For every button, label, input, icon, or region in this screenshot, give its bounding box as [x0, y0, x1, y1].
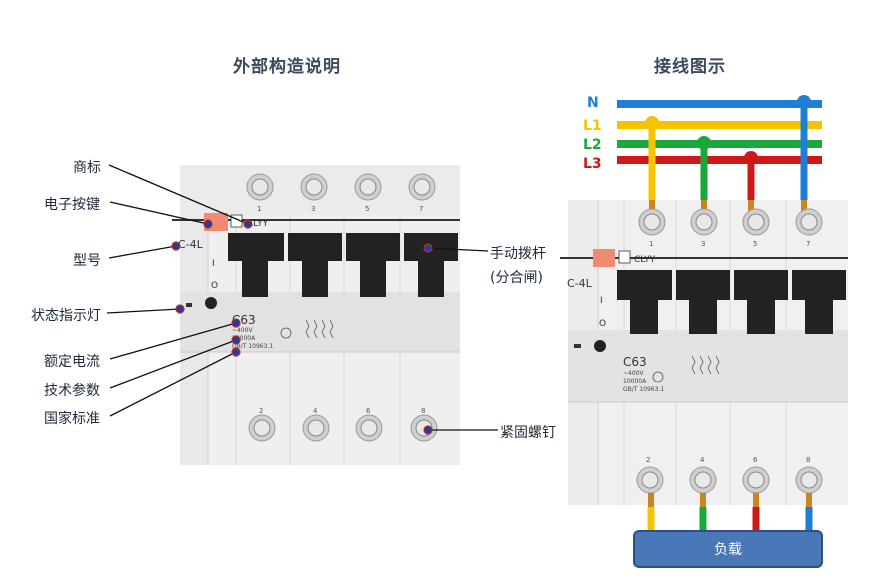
right-terminal-4: 4 — [700, 456, 705, 464]
callout-manual-lever: 手动拨杆 — [490, 246, 546, 262]
wire-label-l3: L3 — [583, 156, 602, 172]
right-terminal-3: 3 — [701, 240, 705, 248]
right-voltage: ~400V — [623, 370, 644, 377]
right-terminal-6: 6 — [753, 456, 758, 464]
left-bottom-screws — [248, 414, 438, 442]
left-terminal-2: 2 — [259, 407, 263, 415]
svg-text:I: I — [600, 296, 603, 306]
wire-label-n: N — [587, 95, 599, 111]
right-model: C-4L — [567, 277, 593, 290]
left-terminal-5: 5 — [365, 205, 369, 213]
left-terminal-4: 4 — [313, 407, 318, 415]
right-terminal-1: 1 — [649, 240, 653, 248]
left-terminal-3: 3 — [311, 205, 315, 213]
callout-national-standard: 国家标准 — [44, 411, 100, 427]
callout-screw: 紧固螺钉 — [500, 425, 556, 441]
left-standard: GB/T 10963.1 — [232, 343, 273, 350]
supply-wires — [617, 95, 822, 200]
svg-text:I: I — [212, 259, 215, 269]
left-levers — [228, 233, 458, 297]
wire-label-l1: L1 — [583, 118, 602, 134]
callout-dots — [171, 219, 433, 435]
left-title: 外部构造说明 — [233, 57, 341, 77]
left-terminal-7: 7 — [419, 205, 423, 213]
callout-manual-lever-sub: (分合闸) — [490, 270, 543, 286]
right-terminal-5: 5 — [753, 240, 757, 248]
right-title: 接线图示 — [654, 57, 726, 77]
callout-status-light: 状态指示灯 — [31, 308, 101, 324]
load-label: 负载 — [714, 542, 742, 558]
svg-text:O: O — [211, 281, 218, 291]
left-breaking: 10000A — [232, 335, 256, 342]
load-wires — [647, 493, 813, 532]
left-terminal-6: 6 — [366, 407, 371, 415]
left-breaker: 1 3 5 7 CLYY C-4L I O C63 ~400V 10000A G… — [172, 165, 460, 465]
right-breaker: 1 3 5 7 CLYY C-4L I O C63 ~400V 10000A G… — [560, 200, 848, 505]
right-terminal-2: 2 — [646, 456, 650, 464]
right-terminal-7: 7 — [806, 240, 810, 248]
left-terminal-1: 1 — [257, 205, 261, 213]
right-bottom-screws — [636, 466, 823, 494]
callout-electronic-button: 电子按键 — [44, 197, 100, 213]
callout-model: 型号 — [73, 253, 101, 269]
callout-trademark: 商标 — [73, 160, 101, 176]
right-top-screws — [638, 208, 823, 236]
right-rating: C63 — [623, 355, 647, 369]
callout-lines — [106, 164, 498, 431]
right-terminal-8: 8 — [806, 456, 810, 464]
left-brand: CLYY — [247, 219, 269, 229]
left-voltage: ~400V — [232, 327, 253, 334]
callout-rated-current: 额定电流 — [44, 354, 100, 370]
right-standard: GB/T 10963.1 — [623, 386, 664, 393]
load-box: 负载 — [633, 530, 823, 568]
svg-text:O: O — [599, 319, 606, 329]
callout-tech-params: 技术参数 — [44, 383, 100, 399]
right-breaking: 10000A — [623, 378, 647, 385]
left-model: C-4L — [178, 238, 204, 251]
left-top-screws — [246, 173, 436, 201]
left-terminal-8: 8 — [421, 407, 425, 415]
right-levers — [617, 270, 846, 334]
wire-label-l2: L2 — [583, 137, 602, 153]
right-brand: CLYY — [634, 255, 656, 265]
